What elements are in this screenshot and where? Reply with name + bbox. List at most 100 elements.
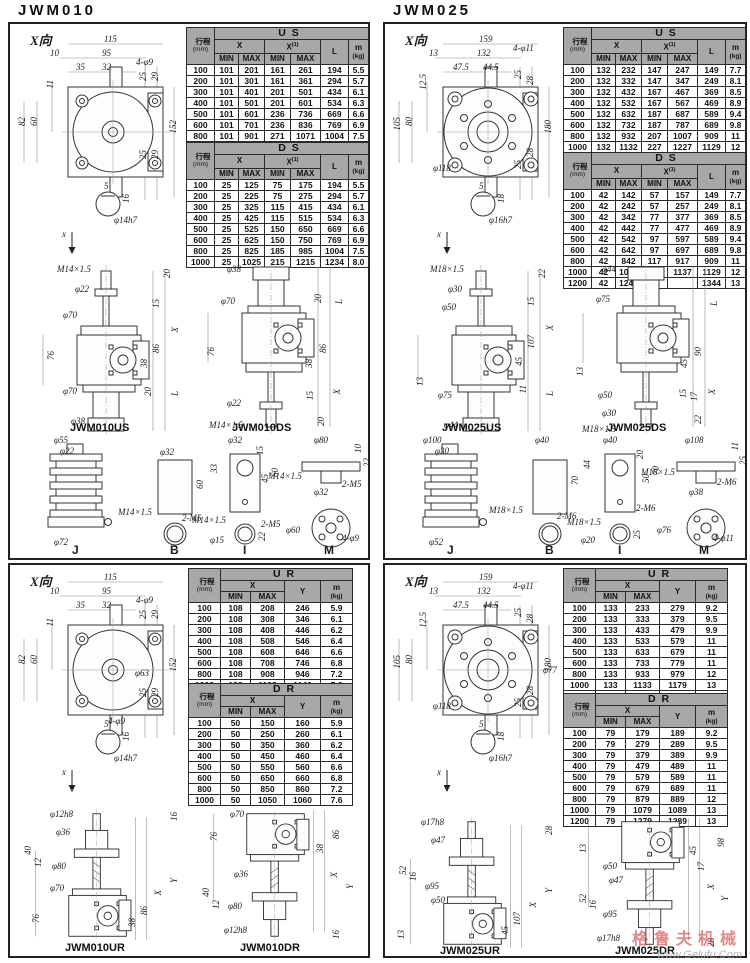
dimension-label: 60 — [195, 480, 205, 489]
dimension-label: L — [709, 301, 719, 307]
dimension-label: φ80 — [314, 435, 328, 445]
dimension-label: 15 — [305, 391, 315, 400]
dimension-label: φ40 — [535, 435, 549, 445]
dimension-label: φ95 — [425, 881, 439, 891]
dimension-label: Y — [544, 888, 554, 894]
dimension-label: X — [332, 389, 342, 395]
dimension-label: 86 — [151, 344, 161, 353]
dimension-label: 11 — [518, 385, 528, 394]
dimension-label: φ75 — [438, 390, 452, 400]
caption-jwm025ds: JWM025DS — [607, 422, 667, 434]
dimension-label: φ22 — [227, 398, 241, 408]
dimension-label: 76 — [209, 832, 219, 841]
dimension-label: 107 — [526, 335, 536, 349]
dimension-label: φ14h7 — [114, 753, 137, 763]
dimension-label: 13 — [575, 367, 585, 376]
dimension-label: 35 — [76, 62, 85, 72]
dimension-label: 86 — [331, 830, 341, 839]
dimension-label: φ76 — [657, 525, 671, 535]
dimension-label: 80 — [404, 655, 414, 664]
dimension-label: 76 — [206, 347, 216, 356]
accessory-letter: I — [243, 543, 247, 557]
dimension-label: Y — [720, 896, 730, 902]
dimension-label: 95 — [102, 586, 111, 596]
dimension-label: 12.5 — [418, 612, 428, 628]
dimension-label: M18×1.5 — [567, 517, 601, 527]
dimension-label: φ47 — [609, 875, 623, 885]
dimension-label: 13 — [578, 844, 588, 853]
dimension-label: X — [153, 890, 163, 896]
dimension-label: 76 — [46, 351, 56, 360]
dimension-label: 25 — [513, 608, 523, 617]
dimension-label: 90 — [693, 347, 703, 356]
accessory-letter: B — [170, 543, 179, 557]
dimension-label: Y — [169, 878, 179, 884]
dimension-label: 76 — [31, 914, 41, 923]
dimension-label: 20 — [635, 450, 645, 459]
view-direction-label: X向 — [30, 33, 52, 48]
model-title-jwm010: JWM010 — [18, 2, 97, 19]
dimension-label: 115 — [104, 572, 117, 582]
view-direction-label: X向 — [30, 574, 52, 589]
dimension-label: φ50 — [598, 390, 612, 400]
dimension-label: X — [329, 872, 339, 878]
dimension-label: 25 — [138, 150, 148, 159]
caption-jwm025us: JWM025US — [442, 422, 502, 434]
dimension-label: M18×1.5 — [489, 505, 523, 515]
dimension-label: 180 — [543, 120, 553, 134]
dimension-label: 18 — [496, 194, 506, 203]
dimension-label: M18×1.5 — [582, 424, 616, 434]
dimension-label: 15 — [678, 389, 688, 398]
dimension-label: 2-M6 — [717, 477, 737, 487]
dimension-label: 132 — [477, 48, 491, 58]
view-direction-label: X向 — [405, 33, 427, 48]
dimension-label: 20 — [313, 294, 323, 303]
dimension-label: φ32 — [160, 447, 174, 457]
dimension-label: φ63 — [135, 668, 149, 678]
dimension-label: φ38 — [689, 487, 703, 497]
dimension-label: φ80 — [228, 901, 242, 911]
dimension-label: 25 — [738, 456, 748, 465]
dimension-label: 5 — [104, 719, 109, 729]
dimension-label: φ55 — [54, 435, 68, 445]
dimension-label: 38 — [127, 918, 137, 927]
dimension-label: φ30 — [448, 284, 462, 294]
accessory-letter: J — [72, 543, 79, 557]
dimension-label: 2-M6 — [636, 503, 656, 513]
dimension-label: 13 — [396, 930, 406, 939]
model-title-jwm025: JWM025 — [393, 2, 472, 19]
watermark-url: www.Gelufu.Com — [657, 949, 742, 961]
dimension-label: 105 — [392, 117, 402, 131]
dimension-label: X — [706, 884, 716, 890]
dimension-label: 25 — [138, 688, 148, 697]
dimension-label: φ70 — [63, 386, 77, 396]
